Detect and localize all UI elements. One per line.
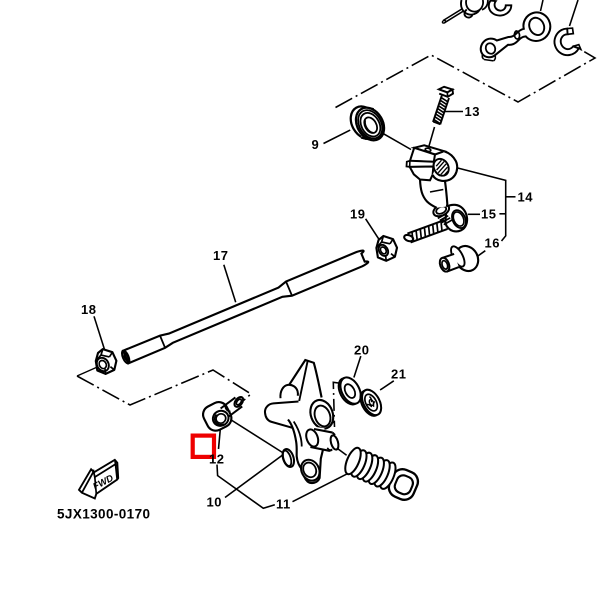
svg-text:13: 13 — [465, 104, 480, 119]
svg-text:20: 20 — [354, 343, 369, 358]
svg-text:14: 14 — [518, 190, 534, 205]
svg-text:18: 18 — [81, 302, 96, 317]
svg-text:10: 10 — [207, 495, 222, 510]
svg-text:11: 11 — [276, 497, 291, 512]
svg-text:21: 21 — [391, 367, 406, 382]
svg-text:16: 16 — [485, 236, 500, 251]
svg-text:12: 12 — [209, 452, 224, 467]
svg-text:5JX1300-0170: 5JX1300-0170 — [57, 507, 150, 522]
svg-text:19: 19 — [350, 207, 365, 222]
svg-text:15: 15 — [481, 207, 496, 222]
svg-text:9: 9 — [312, 137, 320, 152]
svg-text:17: 17 — [213, 248, 228, 263]
